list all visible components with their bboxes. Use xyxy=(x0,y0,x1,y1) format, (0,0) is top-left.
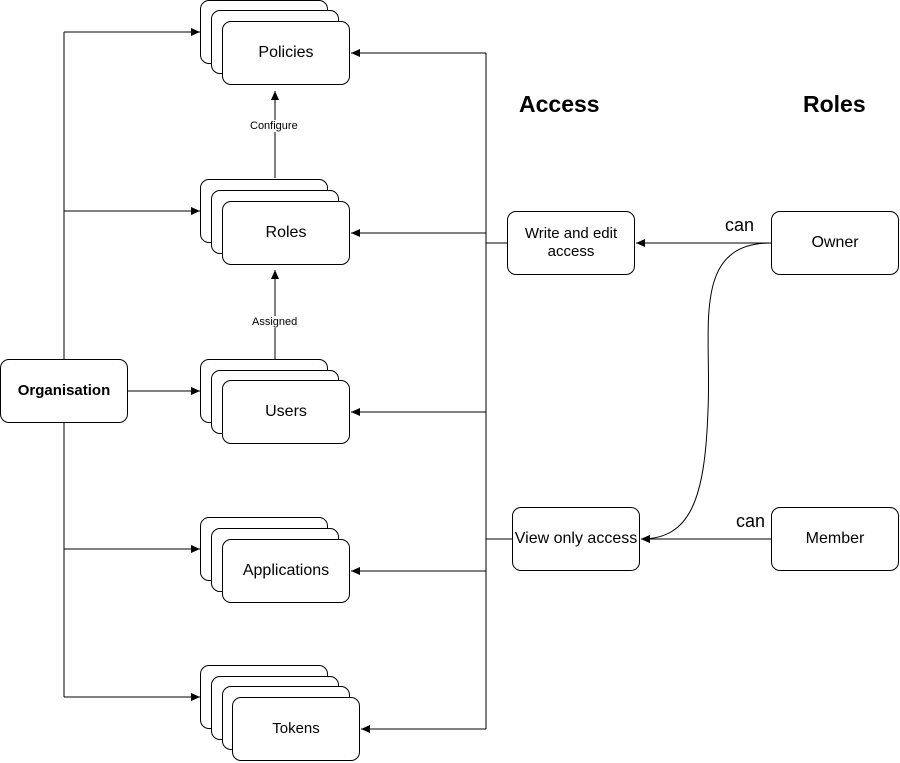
edge-label-can-member: can xyxy=(736,511,766,531)
applications-node[interactable]: Applications xyxy=(222,539,350,603)
owner-node[interactable]: Owner xyxy=(771,211,899,275)
edge-label-assigned: Assigned xyxy=(251,316,299,328)
edge-label-can-owner: can xyxy=(725,215,755,235)
member-node[interactable]: Member xyxy=(771,507,899,571)
heading-access: Access xyxy=(519,91,600,117)
tokens-node[interactable]: Tokens xyxy=(232,697,360,761)
edge-owner-view xyxy=(640,242,772,543)
roles-node[interactable]: Roles xyxy=(222,201,350,265)
policies-node[interactable]: Policies xyxy=(222,21,350,85)
write-edit-access-node[interactable]: Write and edit access xyxy=(507,211,635,275)
heading-roles: Roles xyxy=(803,91,866,117)
users-node[interactable]: Users xyxy=(222,380,350,444)
organisation-node[interactable]: Organisation xyxy=(0,359,128,423)
edge-label-configure: Configure xyxy=(249,120,299,132)
view-only-access-node[interactable]: View only access xyxy=(512,507,640,571)
